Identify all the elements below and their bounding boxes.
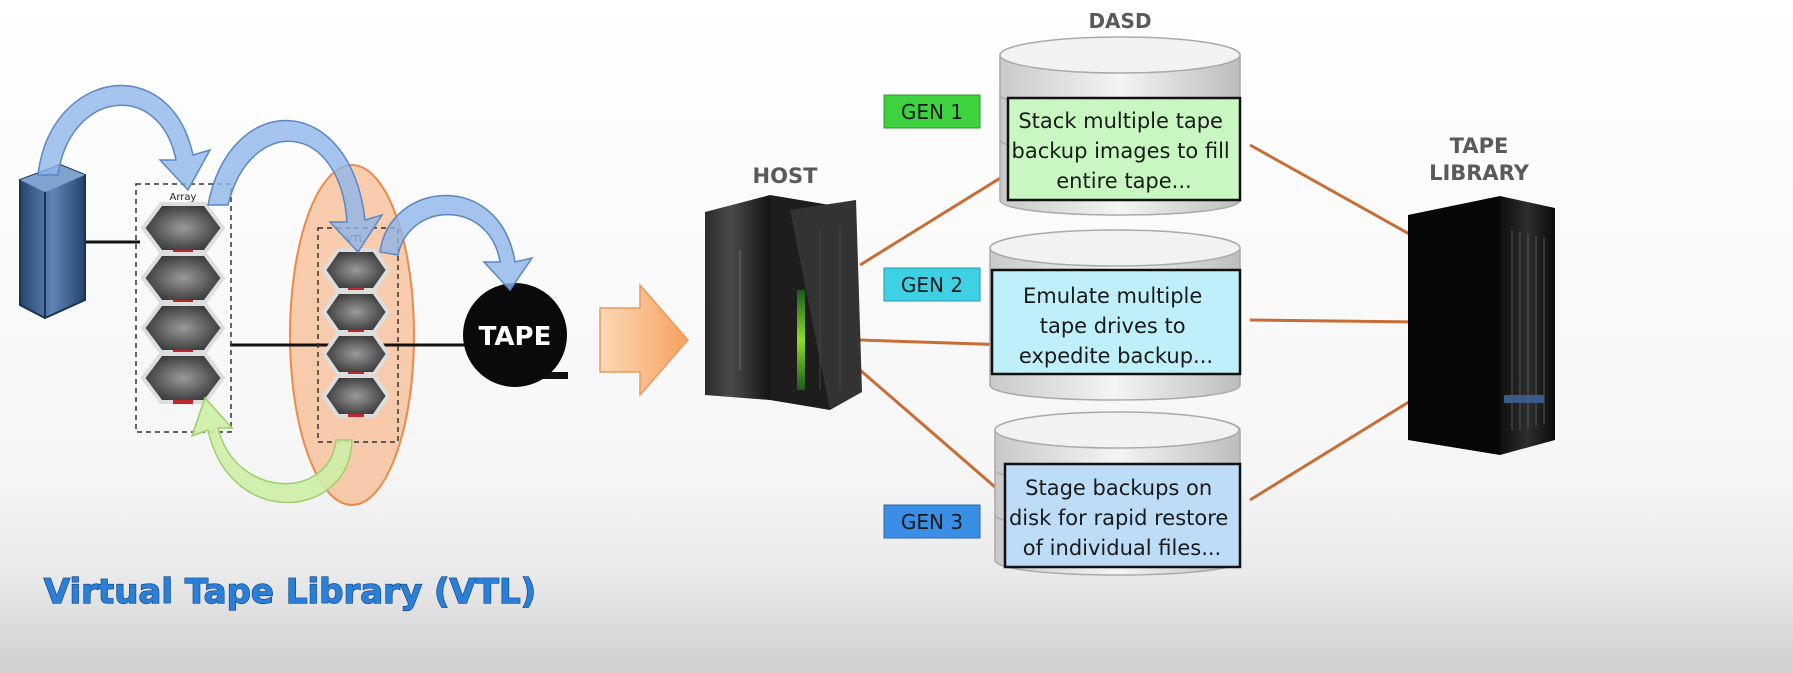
gen1-badge [883, 94, 981, 129]
gen3-description: Stage backups on disk for rapid restore … [1009, 476, 1235, 560]
vtl-section: Array VTL TAPE [19, 84, 568, 613]
tape-reel-icon: TAPE [463, 283, 568, 387]
gen2-description-box [990, 268, 1242, 376]
transition-arrow [599, 283, 689, 397]
vtl-title: Virtual Tape Library (VTL) [44, 572, 536, 612]
host-label: HOST [753, 164, 819, 188]
vtl-disks [321, 248, 391, 418]
host-dasd-section: DASD HOST TAPE LIBRARY [705, 9, 1555, 576]
tape-library-label-line1: TAPE [1450, 134, 1509, 158]
flow-arrows [37, 84, 534, 292]
gen1-description: Stack multiple tape backup images to fil… [1012, 109, 1237, 193]
gen2-badge [883, 267, 981, 302]
arrow-server-to-array [37, 84, 212, 192]
tape-library-rack-icon [1408, 196, 1555, 455]
arrow-vtl-to-array-return [190, 396, 353, 504]
tape-library-label-line2: LIBRARY [1429, 161, 1530, 185]
gen1-description-box [1006, 96, 1242, 202]
gen3-label: GEN 3 [901, 510, 963, 534]
server-icon [19, 163, 86, 320]
gen3-description-box [1003, 462, 1242, 569]
arrow-array-to-vtl [207, 119, 384, 254]
connector-lines [859, 143, 1421, 502]
gen1-label: GEN 1 [901, 100, 963, 124]
arrow-vtl-to-tape [379, 194, 534, 292]
dasd-label: DASD [1088, 9, 1151, 33]
host-mainframe-icon [705, 195, 862, 410]
gen2-description: Emulate multiple tape drives to expedite… [1019, 284, 1213, 368]
array-disks [140, 202, 226, 404]
array-label: Array [170, 192, 197, 203]
gen3-badge [883, 504, 981, 539]
gen2-label: GEN 2 [901, 273, 963, 297]
tape-label: TAPE [479, 322, 552, 352]
